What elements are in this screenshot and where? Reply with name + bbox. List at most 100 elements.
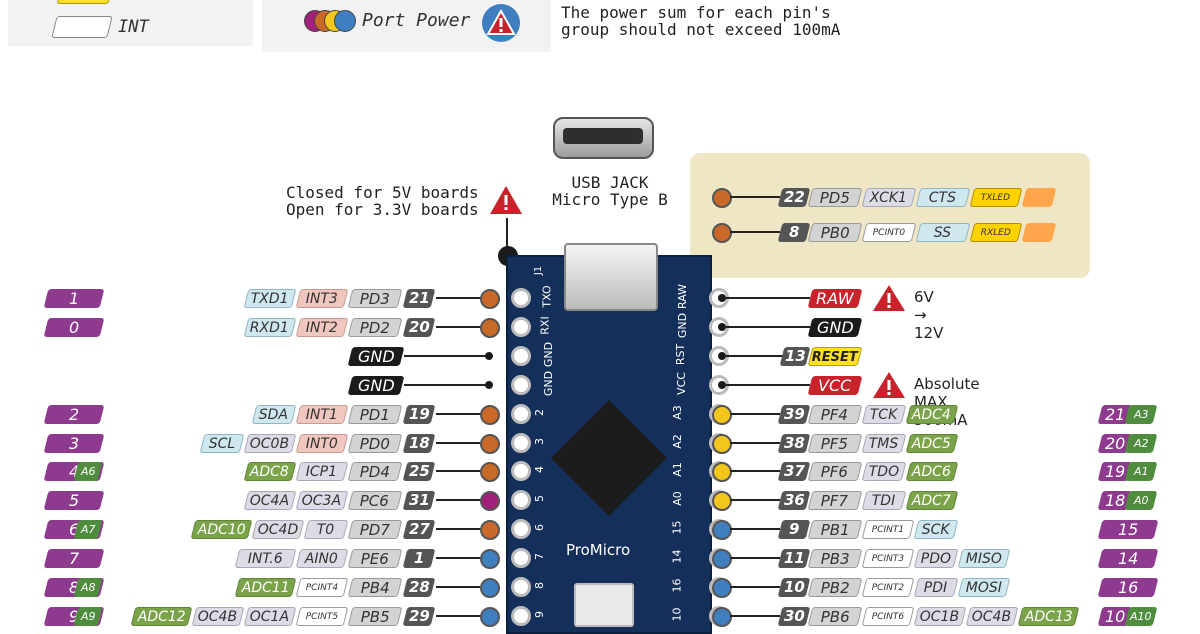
power-label: RESET bbox=[807, 346, 863, 366]
arduino-pin-label: 1 bbox=[43, 289, 105, 308]
arduino-pin-label: 2 bbox=[43, 404, 105, 424]
jumper-line1: Closed for 5V boards bbox=[286, 183, 479, 202]
function-label: TMS bbox=[861, 433, 907, 453]
board-silk-left: 2 bbox=[533, 408, 546, 416]
function-label: ADC8 bbox=[243, 462, 297, 482]
port-bubble bbox=[480, 520, 500, 541]
pin-pad-left bbox=[511, 316, 531, 337]
port-label: PB1 bbox=[807, 520, 863, 540]
function-label: SDA bbox=[251, 404, 297, 424]
port-label: PB0 bbox=[807, 223, 863, 242]
port-bubble bbox=[480, 549, 500, 570]
usb-connector-on-board bbox=[564, 243, 658, 311]
led-panel bbox=[690, 153, 1090, 278]
board-silk-right: 16 bbox=[670, 578, 684, 593]
warning-icon bbox=[482, 4, 520, 42]
function-label: AIN0 bbox=[295, 549, 349, 569]
function-label: PCINT5 bbox=[295, 606, 349, 626]
function-label: OC4B bbox=[965, 606, 1019, 626]
port-label: PD5 bbox=[807, 188, 863, 207]
pin-number: 20 bbox=[402, 317, 436, 337]
port-bubble bbox=[480, 289, 500, 309]
board-silk-left: 5 bbox=[533, 495, 546, 503]
jumper-note: Closed for 5V boards Open for 3.3V board… bbox=[286, 184, 479, 218]
board-silk-right: 14 bbox=[670, 549, 684, 564]
pin-number: 1 bbox=[402, 549, 436, 569]
pin-leader-line bbox=[730, 499, 780, 502]
port-label: PB6 bbox=[807, 606, 863, 626]
port-label: PB4 bbox=[347, 578, 403, 597]
power-dot bbox=[718, 351, 726, 360]
pin-pad-left bbox=[511, 490, 531, 511]
board-silk-left: TXO bbox=[540, 285, 554, 308]
board-silk-left: 6 bbox=[533, 524, 546, 532]
pin-leader-line bbox=[436, 412, 482, 415]
analog-pin-label: A9 bbox=[73, 606, 103, 626]
function-label: PCINT3 bbox=[861, 549, 915, 569]
pin-pad-left bbox=[511, 548, 531, 569]
function-label: ADC11 bbox=[234, 578, 297, 597]
pin-leader-line bbox=[436, 586, 482, 588]
port-bubble bbox=[712, 491, 732, 512]
port-power-bubbles bbox=[304, 10, 364, 32]
gnd-label-left: GND bbox=[347, 346, 405, 366]
arduino-pin-label: 14 bbox=[1097, 549, 1159, 569]
power-leader-line bbox=[724, 383, 810, 386]
board-silk-left: GND bbox=[542, 341, 556, 367]
function-label: PDI bbox=[913, 578, 959, 597]
int-label: INT3 bbox=[295, 289, 349, 308]
port-label: PB5 bbox=[347, 606, 403, 626]
pin-number: 18 bbox=[402, 433, 436, 453]
function-label: PCINT0 bbox=[861, 223, 917, 242]
function-label: INT.6 bbox=[234, 549, 297, 569]
pin-pad-left bbox=[511, 519, 531, 540]
port-bubble bbox=[712, 578, 732, 598]
arduino-pin-label: 5 bbox=[43, 491, 105, 511]
port-label: PD4 bbox=[347, 462, 403, 482]
jumper-warning-icon bbox=[488, 184, 524, 220]
pin-leader-line bbox=[436, 297, 482, 299]
pin-number: 25 bbox=[402, 462, 436, 482]
pin-number: 22 bbox=[777, 188, 811, 207]
pin-number: 36 bbox=[777, 491, 811, 511]
pin-number: 30 bbox=[777, 606, 811, 626]
power-leader-line bbox=[724, 325, 810, 328]
pin-pad-left bbox=[511, 605, 531, 626]
function-label: ADC4 bbox=[905, 404, 959, 424]
function-label: ADC6 bbox=[905, 462, 959, 482]
port-label: PD1 bbox=[347, 404, 403, 424]
pin-number: 21 bbox=[402, 289, 436, 308]
power-note-line1: The power sum for each pin's bbox=[561, 3, 831, 22]
port-label: PF6 bbox=[807, 462, 863, 482]
gnd-dot bbox=[485, 380, 493, 389]
jumper-line2: Open for 3.3V boards bbox=[286, 200, 479, 219]
function-label: PCINT2 bbox=[861, 578, 915, 597]
power-label: GND bbox=[807, 317, 863, 337]
pin-number: 10 bbox=[777, 578, 811, 597]
function-label: SS bbox=[915, 223, 971, 242]
usb-jack-icon bbox=[553, 117, 654, 159]
board-silk-left: 7 bbox=[533, 553, 546, 561]
pin-pad-left bbox=[511, 374, 531, 395]
board-silk-left: 8 bbox=[533, 582, 546, 589]
power-dot bbox=[718, 294, 726, 302]
pin-leader-line bbox=[436, 499, 482, 502]
usb-label-line2: Micro Type B bbox=[552, 190, 668, 209]
function-label: ADC5 bbox=[905, 433, 959, 453]
pin-leader-line bbox=[730, 557, 780, 560]
int-label: INT1 bbox=[295, 404, 349, 424]
function-label: TXD1 bbox=[243, 289, 297, 308]
function-label: PCINT6 bbox=[861, 606, 915, 626]
power-label: VCC bbox=[807, 375, 863, 395]
jumper-leader-line bbox=[506, 218, 508, 256]
pin-number: 8 bbox=[777, 223, 811, 242]
function-label: OC1A bbox=[243, 606, 297, 626]
port-label: PF5 bbox=[807, 433, 863, 453]
microcontroller-chip bbox=[551, 400, 667, 516]
function-label: XCK1 bbox=[861, 188, 917, 207]
function-label: CTS bbox=[915, 188, 971, 207]
port-label: PD2 bbox=[347, 317, 403, 337]
power-leader-line bbox=[724, 297, 810, 299]
port-label: PF4 bbox=[807, 404, 863, 424]
pin-number: 13 bbox=[779, 346, 811, 366]
